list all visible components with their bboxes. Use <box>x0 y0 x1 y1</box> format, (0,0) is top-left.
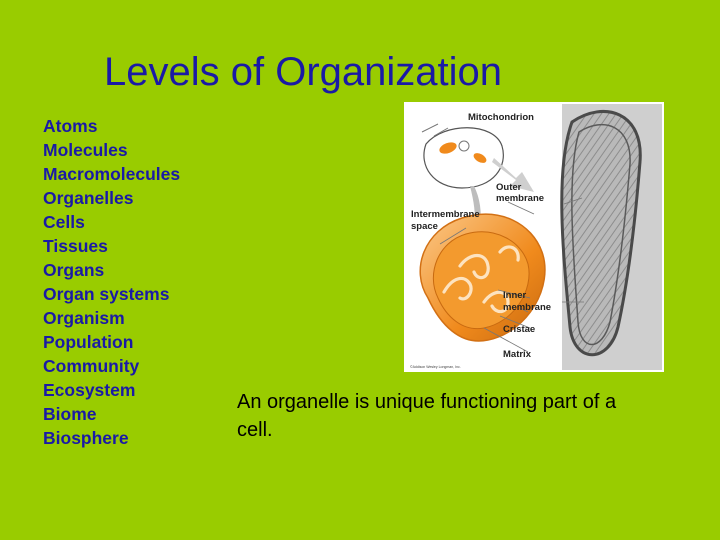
leader-lines <box>439 197 584 353</box>
label-intermembrane-line2: space <box>411 221 438 232</box>
level-item: Ecosystem <box>43 380 136 400</box>
level-item: Organs <box>43 260 105 280</box>
level-item: Macromolecules <box>43 164 181 184</box>
figure-copyright: ©Addison Wesley Longman, Inc. <box>410 365 461 369</box>
level-item: Biome <box>43 404 97 424</box>
label-outer-membrane-line2: membrane <box>496 193 544 204</box>
micrograph <box>560 104 662 370</box>
level-item: Population <box>43 332 134 352</box>
label-mitochondrion: Mitochondrion <box>468 112 534 123</box>
label-cristae: Cristae <box>503 324 535 335</box>
mitochondrion-illustration: Mitochondrion Outer membrane Intermembra… <box>410 104 662 370</box>
level-item: Cells <box>43 212 85 232</box>
zoom-arrow-2 <box>492 158 534 192</box>
organelle-definition: An organelle is unique functioning part … <box>237 391 617 441</box>
level-item: Atoms <box>43 116 98 136</box>
level-item: Biosphere <box>43 428 129 448</box>
level-item: Organ systems <box>43 284 170 304</box>
label-inner-membrane-line1: Inner <box>503 290 527 301</box>
label-matrix: Matrix <box>503 349 532 360</box>
label-inner-membrane-line2: membrane <box>503 302 551 313</box>
level-item: Organism <box>43 308 125 328</box>
level-item: Molecules <box>43 140 128 160</box>
label-intermembrane-line1: Intermembrane <box>411 209 480 220</box>
level-item: Tissues <box>43 236 108 256</box>
mitochondrion-figure: Mitochondrion Outer membrane Intermembra… <box>404 102 664 372</box>
mitochondrion-model <box>419 213 546 342</box>
label-outer-membrane-line1: Outer <box>496 182 522 193</box>
level-item: Community <box>43 356 140 376</box>
level-item: Organelles <box>43 188 134 208</box>
slide-title: Levels of Organization <box>104 50 503 94</box>
cell-sketch <box>421 123 504 189</box>
